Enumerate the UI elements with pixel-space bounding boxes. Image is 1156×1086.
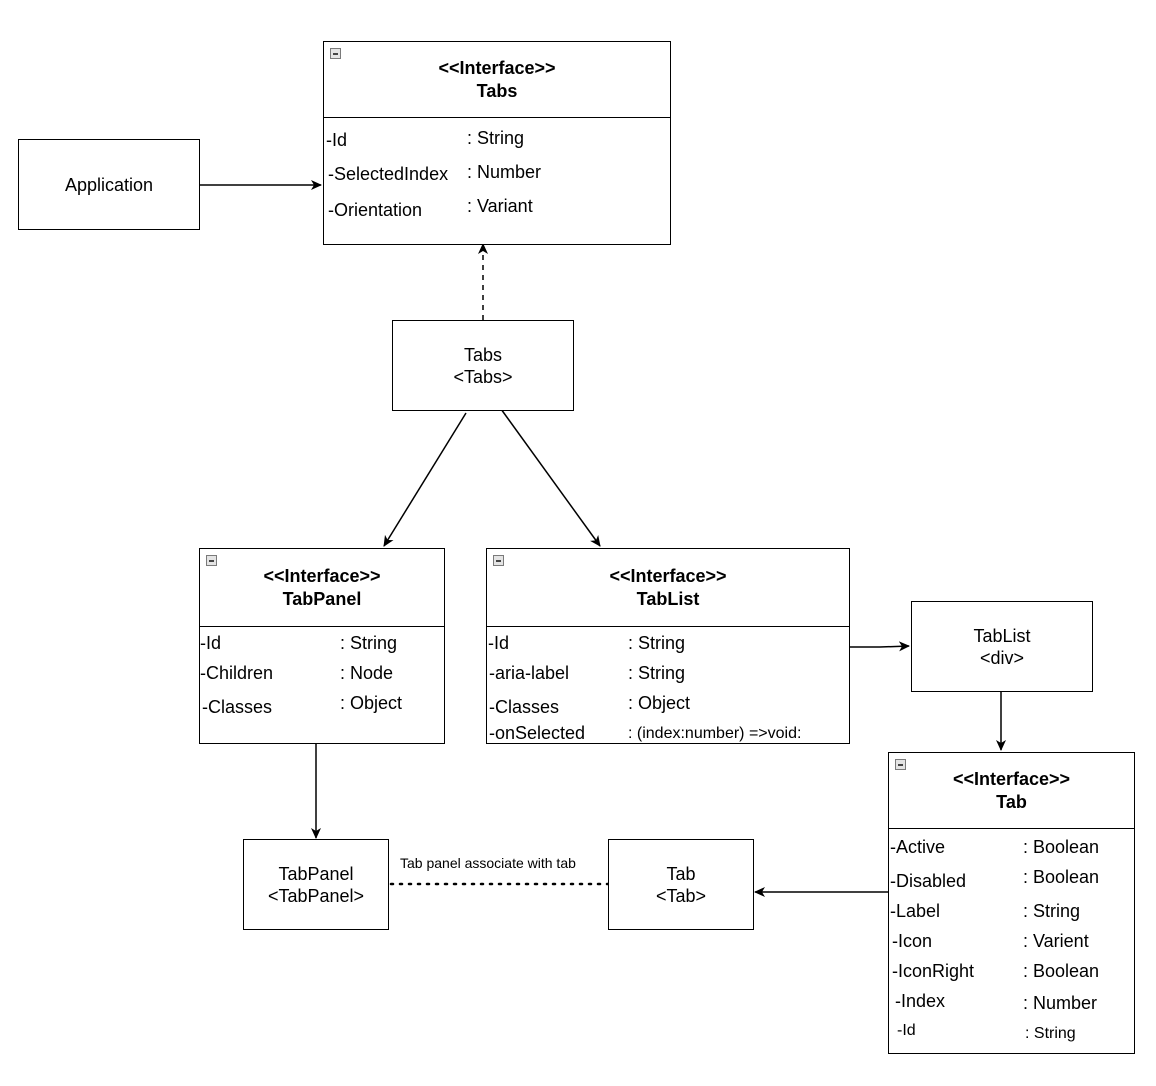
association-label: Tab panel associate with tab [400,855,576,871]
tab-interface-stereotype: <<Interface>> [952,768,1071,789]
tablist-interface-name: TabList [636,588,700,609]
attribute-type: : String [628,633,686,653]
attribute-type: : String [1023,901,1081,921]
tab-interface-header: <<Interface>> Tab [889,753,1134,829]
attribute-type: : String [628,663,686,683]
attribute-type: : Object [340,693,403,713]
tab-interface-name: Tab [996,791,1027,812]
tabpanel-interface-stereotype: <<Interface>> [263,565,381,586]
tablist-interface: <<Interface>> TabList -Id : String -aria… [486,548,850,744]
attribute-name: -IconRight [892,961,975,981]
application-node: Application [18,139,200,230]
attribute-type: : Boolean [1023,837,1100,857]
attribute-type: : String [1025,1025,1076,1042]
tab-component-tag: <Tab> [655,885,707,906]
attribute-name: -aria-label [489,663,570,683]
attribute-name: -SelectedIndex [328,164,449,184]
tabs-component-name: Tabs [463,344,503,365]
attribute-type: : String [467,128,525,148]
attribute-name: -Active [890,837,946,857]
tabs-interface-stereotype: <<Interface>> [438,57,556,78]
attribute-name: -Id [488,633,510,653]
collapse-icon[interactable] [206,555,217,566]
tabs-interface-name: Tabs [476,80,518,101]
attribute-name: -Index [895,991,946,1011]
attribute-type: : Number [467,162,542,182]
attribute-type: : String [340,633,398,653]
collapse-icon[interactable] [895,759,906,770]
tabpanel-component-node: TabPanel <TabPanel> [243,839,389,930]
collapse-icon[interactable] [493,555,504,566]
attribute-name: -Label [890,901,941,921]
attribute-name: -Id [897,1022,916,1039]
edge-tabs-to-tablist-interface [500,408,601,547]
tabpanel-interface: <<Interface>> TabPanel -Id : String -Chi… [199,548,445,744]
attribute-type: : Number [1023,993,1098,1013]
attribute-type: : Boolean [1023,961,1100,981]
tablist-component-node: TabList <div> [911,601,1093,692]
attribute-name: -Icon [892,931,933,951]
tab-interface: <<Interface>> Tab -Active : Boolean -Dis… [888,752,1135,1054]
attribute-type: : Node [340,663,394,683]
tablist-interface-header: <<Interface>> TabList [487,549,849,627]
attribute-type: : Boolean [1023,867,1100,887]
collapse-icon[interactable] [330,48,341,59]
attribute-name: -Id [326,130,348,150]
tabs-interface: <<Interface>> Tabs -Id : String -Selecte… [323,41,671,245]
tabs-component-node: Tabs <Tabs> [392,320,574,411]
attribute-type: : Object [628,693,691,713]
attribute-name: -Orientation [328,200,423,220]
tabs-interface-header: <<Interface>> Tabs [324,42,670,118]
edge-tablist-interface-to-tablist [849,641,910,652]
tabpanel-interface-name: TabPanel [282,588,362,609]
tablist-component-tag: <div> [979,647,1025,668]
tablist-interface-stereotype: <<Interface>> [609,565,727,586]
application-label: Application [64,174,154,195]
tablist-component-name: TabList [973,625,1031,646]
attribute-name: -Disabled [890,871,967,891]
attribute-type: : (index:number) =>void: [628,725,802,742]
attribute-name: -Classes [202,697,273,717]
attribute-name: -Classes [489,697,560,717]
tab-component-node: Tab <Tab> [608,839,754,930]
tabpanel-component-tag: <TabPanel> [267,885,365,906]
tabs-component-tag: <Tabs> [453,366,513,387]
tab-component-name: Tab [666,863,696,884]
tabpanel-interface-header: <<Interface>> TabPanel [200,549,444,627]
attribute-name: -Id [200,633,222,653]
attribute-name: -onSelected [489,723,586,743]
attribute-name: -Children [200,663,274,683]
attribute-type: : Variant [467,196,533,216]
tabpanel-component-name: TabPanel [278,863,354,884]
attribute-type: : Varient [1023,931,1089,951]
edge-tabs-to-tabpanel-interface [383,412,467,547]
